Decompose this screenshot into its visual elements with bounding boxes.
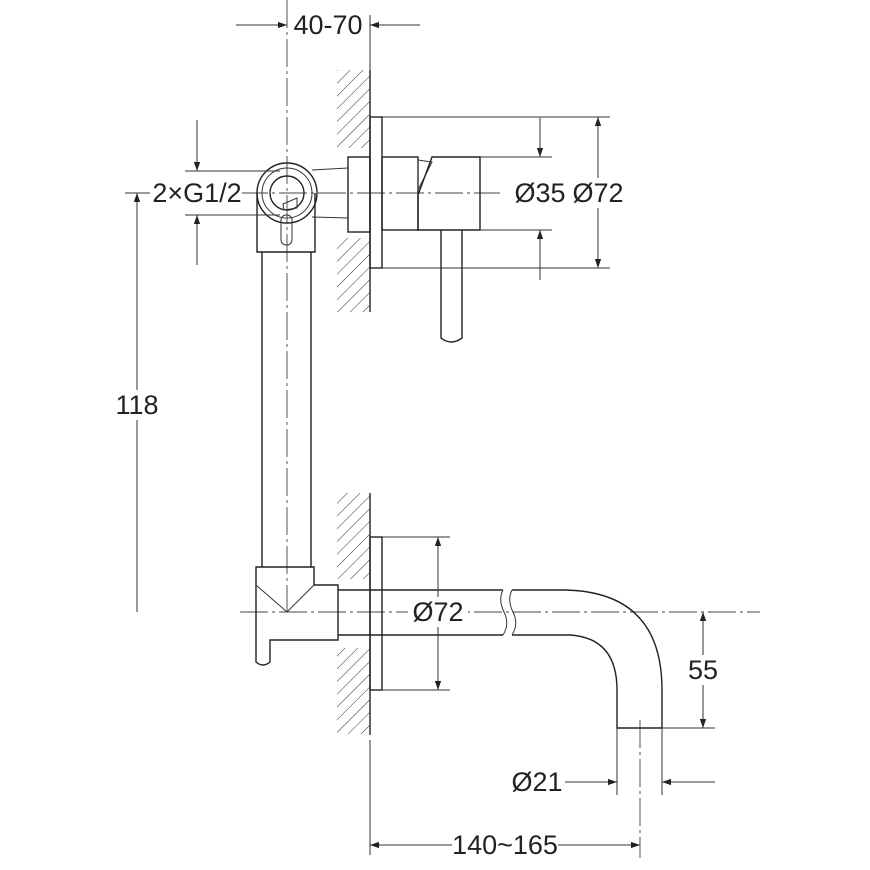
dim-handle-diameter: Ø35	[514, 178, 565, 208]
valve-body	[256, 156, 371, 253]
dim-spout-projection: 140~165	[452, 830, 558, 860]
riser-pipe	[261, 252, 312, 567]
center-lines	[240, 0, 760, 858]
dim-spout-diameter: Ø21	[511, 767, 562, 797]
wall-upper	[337, 70, 371, 312]
dim-flange-diameter-bottom: Ø72	[412, 597, 463, 627]
flange-upper	[369, 116, 383, 269]
lower-elbow	[255, 566, 339, 666]
dim-height: 118	[115, 390, 158, 420]
flange-lower	[369, 536, 383, 691]
dim-flange-diameter-top: Ø72	[572, 178, 623, 208]
dimension-labels: 40-70 2×G1/2 118 Ø35 Ø72 Ø72 55 Ø21 140~…	[112, 10, 721, 860]
spout	[338, 589, 663, 729]
extension-lines	[125, 15, 715, 855]
dim-wall-depth: 40-70	[293, 10, 362, 40]
dimension-lines	[133, 21, 715, 849]
wall-lower	[337, 493, 371, 735]
dim-connection: 2×G1/2	[152, 178, 241, 208]
mixer-handle	[381, 156, 481, 343]
dim-spout-drop: 55	[688, 655, 718, 685]
